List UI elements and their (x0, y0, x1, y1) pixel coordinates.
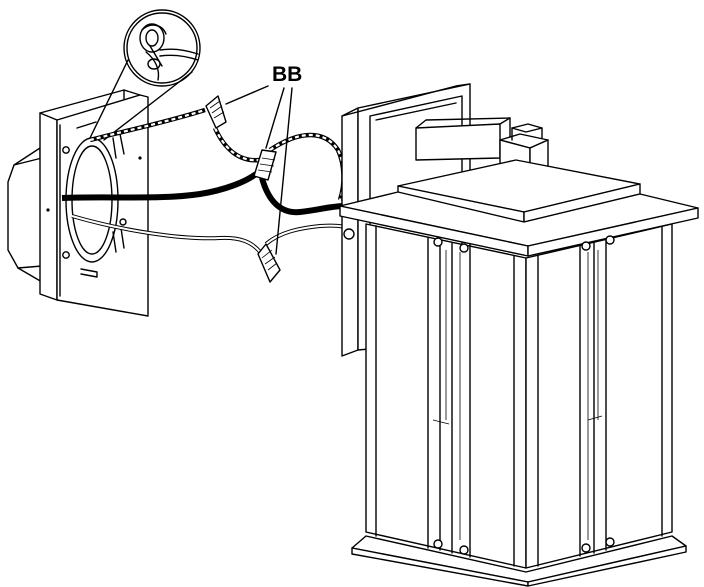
callout-bb: BB (225, 63, 302, 255)
fixture-body (365, 223, 673, 569)
fixture-base (351, 535, 687, 587)
junction-box (7, 147, 43, 283)
fixture-roof (339, 159, 699, 257)
wire-nut-bottom (257, 243, 281, 283)
mounting-plate (39, 89, 149, 317)
wire-nut-middle (253, 149, 277, 181)
detail-magnifier (89, 9, 201, 141)
callout-label: BB (272, 63, 302, 86)
wire-nut-top (205, 95, 227, 129)
